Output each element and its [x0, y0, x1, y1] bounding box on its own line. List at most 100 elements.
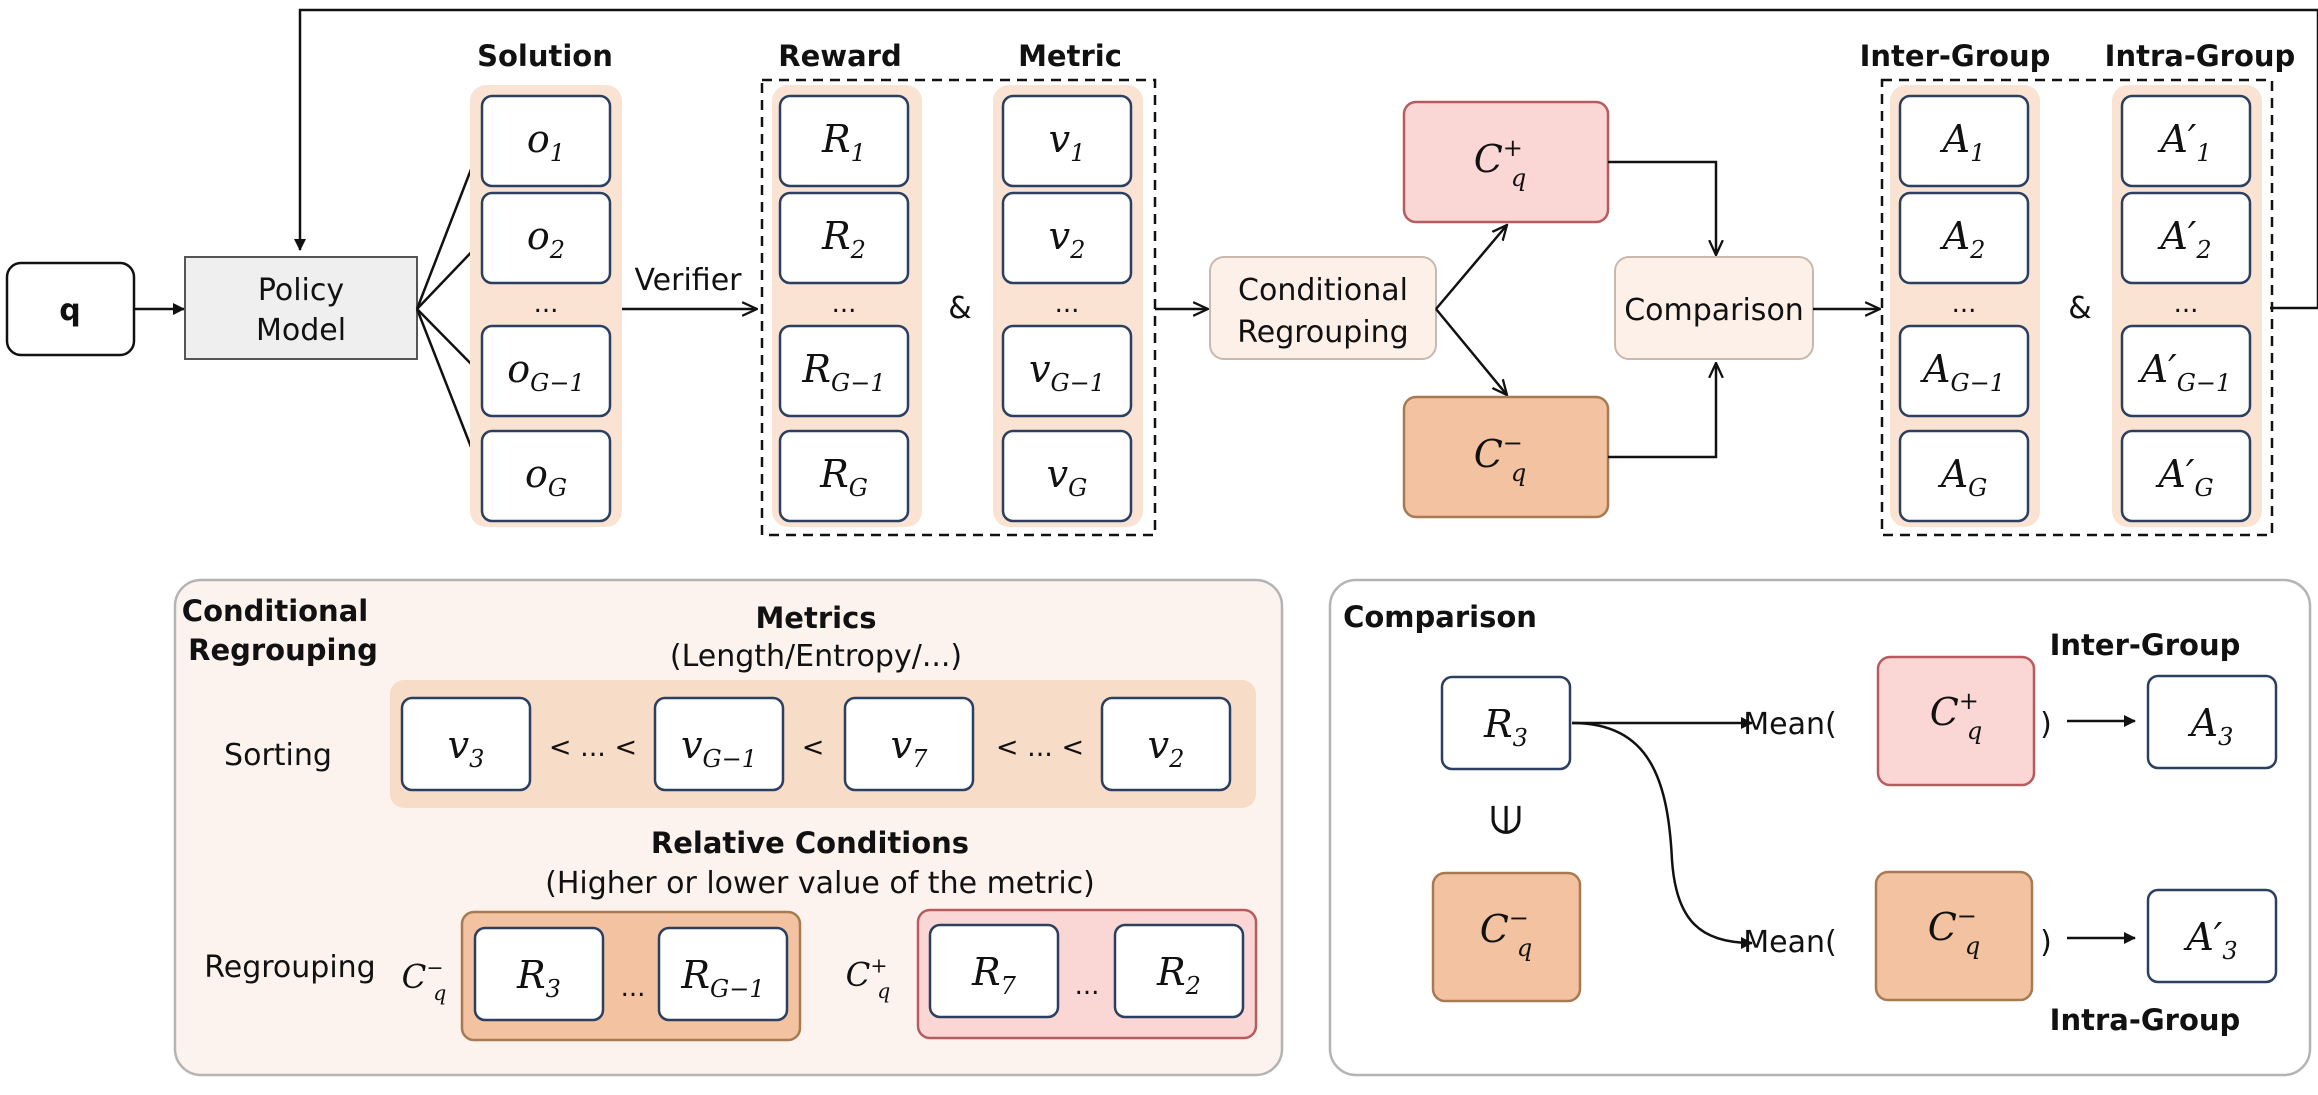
metric-cell	[1001, 429, 1133, 523]
inter-group-ellipsis: ...	[1952, 289, 1977, 319]
solution-ellipsis: ...	[534, 289, 559, 319]
cminus-group-cell-label: RG−1	[680, 953, 764, 1003]
cplus-group-cell	[1113, 923, 1245, 1019]
cplus-box	[1402, 100, 1610, 224]
reward-cell-label: RG−1	[801, 347, 885, 397]
cplus-group-cell-label: R2	[1156, 950, 1201, 1000]
solution-cell	[480, 94, 612, 188]
solution-cell-label: oG	[525, 452, 567, 502]
mean-close-inter: )	[2040, 707, 2052, 742]
metrics-title: Metrics	[755, 601, 876, 635]
inter-group-cell-label: A2	[1940, 214, 1986, 264]
cplus-math: C+q	[1474, 134, 1527, 192]
mean-open-intra: Mean(	[1743, 925, 1836, 960]
a3-box	[2146, 674, 2278, 770]
inter-group-label: Inter-Group	[2050, 628, 2241, 662]
intra-group-cell	[2120, 429, 2252, 523]
intra-group-cell	[2120, 191, 2252, 285]
sorted-cell-label: v7	[891, 723, 928, 773]
policy-model-label-2: Model	[256, 313, 346, 348]
mean-cminus-math: C−q	[1928, 902, 1981, 960]
to-cminus-arrow	[1435, 308, 1507, 395]
solution-cell-label: o1	[527, 117, 565, 167]
regrouping-label: Regrouping	[204, 950, 375, 985]
reward-cell	[778, 429, 910, 523]
intra-group-cell-label: A′1	[2157, 117, 2211, 167]
relative-conditions-subtitle: (Higher or lower value of the metric)	[545, 866, 1095, 901]
cminus-group-cell	[473, 926, 605, 1022]
reward-cell	[778, 94, 910, 188]
inter-group-cell	[1898, 429, 2030, 523]
cminus-group: R3 RG−1...	[473, 926, 789, 1022]
sort-separator: <	[802, 732, 825, 763]
metric-cell-label: v1	[1049, 117, 1086, 167]
intra-group-cell-label: A′2	[2157, 214, 2211, 264]
inter-group-cell	[1898, 191, 2030, 285]
mean-cplus-box	[1876, 655, 2036, 787]
inter-group-cell-label: AG−1	[1920, 347, 2005, 397]
inter-group-cell	[1898, 94, 2030, 188]
cplus-group-cell	[928, 923, 1060, 1019]
cminus-group-cell-label: R3	[516, 953, 561, 1003]
solution-header: Solution	[477, 39, 613, 73]
cminus-math: C−q	[1474, 429, 1527, 487]
a3prime-label: A′3	[2183, 915, 2237, 965]
comparison-cminus-box	[1431, 871, 1582, 1003]
inter-a3: A3	[2146, 674, 2278, 770]
metrics-subtitle: (Length/Entropy/...)	[670, 639, 962, 674]
cminus-to-comparison-arrow	[1608, 363, 1716, 459]
left-cminus: C−q	[402, 955, 447, 1005]
cplus-group-ellipsis: ...	[1075, 971, 1100, 1001]
cplus-group: R7 R2...	[928, 923, 1245, 1019]
to-cplus-arrow	[1435, 225, 1507, 310]
left-cminus-label: C−q	[402, 955, 447, 1005]
mean-cminus-label: C−q	[1928, 902, 1981, 960]
metric-cell	[1001, 191, 1133, 285]
cminus-group-ellipsis: ...	[621, 973, 646, 1003]
mean-cplus-math: C+q	[1930, 687, 1983, 745]
a3prime-box	[2146, 888, 2278, 984]
sorting-label: Sorting	[224, 738, 332, 773]
sorted-cell-label: vG−1	[681, 723, 757, 773]
inter-group-cell-label: AG	[1938, 452, 1988, 502]
relative-conditions-title: Relative Conditions	[651, 826, 969, 860]
intra-group-column: A′1A′2...A′G−1A′G	[2120, 94, 2252, 523]
intra-group-cell-label: A′G−1	[2138, 347, 2232, 397]
intra-group-label: Intra-Group	[2050, 1003, 2241, 1037]
reward-cell	[778, 191, 910, 285]
sorted-cell	[843, 696, 975, 792]
metric-cell-label: vG−1	[1029, 347, 1105, 397]
comparison-cminus-label: C−q	[1480, 904, 1533, 962]
sorted-cell	[400, 696, 532, 792]
solution-cell-label: o2	[527, 214, 565, 264]
cplus-group-cell-label: R7	[971, 950, 1017, 1000]
sorted-cell	[653, 696, 785, 792]
sorted-cell-label: v2	[1148, 723, 1185, 773]
sorted-cell-label: v3	[448, 723, 485, 773]
intra-a3prime: A′3	[2146, 888, 2278, 984]
comparison-cminus-math: C−q	[1480, 904, 1533, 962]
left-cplus-label: C+q	[846, 953, 891, 1003]
inter-group-cell-label: A1	[1940, 117, 1986, 167]
reward-header: Reward	[778, 39, 901, 73]
panel-title-2: Regrouping	[188, 633, 378, 667]
mean-cplus-label: C+q	[1930, 687, 1983, 745]
a3-label: A3	[2188, 701, 2234, 751]
policy-model-box	[184, 256, 418, 360]
verifier-label: Verifier	[634, 263, 742, 298]
cplus-label: C+q	[1474, 134, 1527, 192]
element-of-symbol: ∈	[1484, 803, 1530, 838]
reward-cell	[778, 324, 910, 418]
reward-ellipsis: ...	[832, 289, 857, 319]
cminus-box	[1402, 395, 1610, 519]
cminus-group-cell	[657, 926, 789, 1022]
solution-cell-label: oG−1	[507, 347, 584, 397]
reward-cell-label: R1	[821, 117, 866, 167]
sorting-strip-bg	[390, 680, 1256, 808]
mean-close-intra: )	[2040, 925, 2052, 960]
comparison-r3-box	[1440, 675, 1572, 771]
